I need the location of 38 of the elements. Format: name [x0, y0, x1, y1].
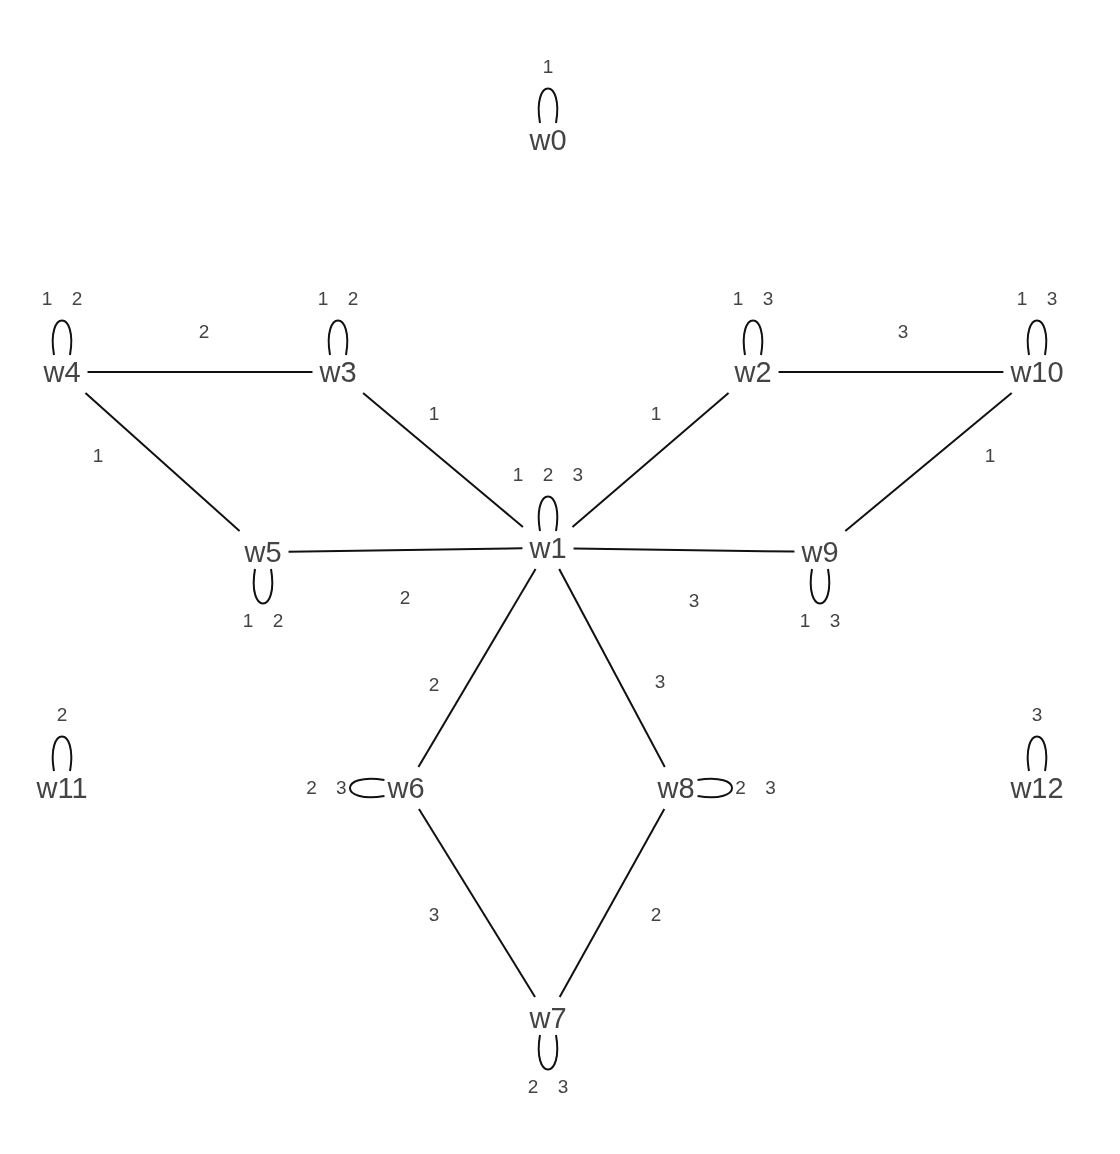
- self-loop: [537, 1034, 559, 1071]
- vertex-label: w6: [384, 771, 428, 805]
- edge-line: [558, 808, 666, 998]
- edge-line: [844, 392, 1013, 532]
- vertex-label: w12: [1007, 771, 1067, 805]
- vertex-label: w1: [526, 531, 570, 565]
- vertex-label: w8: [654, 771, 698, 805]
- edge-line: [362, 392, 524, 528]
- vertex-label: w3: [316, 355, 360, 389]
- vertex-label: w11: [33, 771, 91, 805]
- self-loop: [742, 319, 764, 356]
- self-loop: [1026, 319, 1048, 356]
- vertex-label: w5: [241, 535, 285, 569]
- edge-line: [558, 568, 666, 768]
- self-loop: [327, 319, 349, 356]
- self-loop: [51, 319, 73, 356]
- vertex-label: w9: [798, 535, 842, 569]
- self-loop: [252, 568, 274, 605]
- edge-line: [417, 568, 537, 768]
- edge-line: [571, 392, 730, 528]
- self-loop: [696, 777, 734, 799]
- self-loop: [1026, 735, 1048, 772]
- edge-line: [86, 371, 314, 373]
- self-loop: [51, 735, 73, 772]
- edge-line: [84, 392, 241, 532]
- vertex-label: w2: [731, 355, 775, 389]
- self-loop: [537, 495, 559, 532]
- self-loop: [348, 777, 386, 799]
- vertex-label: w7: [526, 1001, 570, 1035]
- edge-line: [417, 808, 537, 998]
- edge-line: [287, 547, 524, 553]
- edge-line: [777, 371, 1005, 373]
- vertex-label: w10: [1007, 355, 1067, 389]
- edge-line: [572, 547, 796, 553]
- vertex-label: w0: [526, 123, 570, 157]
- self-loop: [537, 87, 559, 124]
- self-loop: [809, 568, 831, 605]
- vertex-label: w4: [40, 355, 84, 389]
